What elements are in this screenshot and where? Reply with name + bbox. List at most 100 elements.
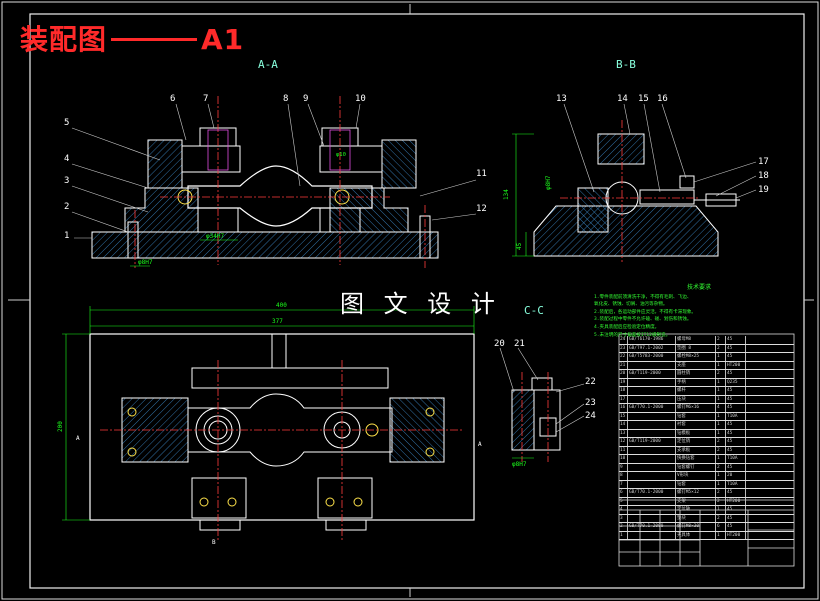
bom-cell-code [628, 378, 676, 386]
bom-cell-code [628, 480, 676, 488]
bom-cell-remark [746, 404, 794, 412]
svg-text:A: A [76, 435, 80, 442]
bom-cell-qty: 2 [716, 344, 726, 352]
bom-cell-name: 夹具体 [676, 531, 716, 539]
bom-cell-remark [746, 532, 794, 540]
bom-cell-idx: 12 [619, 438, 628, 446]
bom-cell-idx: 13 [619, 429, 628, 437]
bom-cell-name: 螺栓M8×25 [676, 353, 716, 361]
bom-cell-mat: Q235 [726, 378, 746, 386]
bom-cell-name: 支座 [676, 361, 716, 369]
bom-cell-mat: 45 [726, 438, 746, 446]
bom-cell-code: GB/T119-2000 [628, 370, 676, 378]
bom-cell-mat: 45 [726, 421, 746, 429]
bom-cell-qty: 2 [716, 370, 726, 378]
view-label-a-a: A-A [258, 58, 278, 71]
bom-cell-name: 钻套 [676, 412, 716, 420]
bom-cell-name: 定位销 [676, 438, 716, 446]
bom-cell-remark [746, 447, 794, 455]
bom-cell-remark [746, 336, 794, 344]
right-bracket [381, 139, 417, 189]
bom-cell-code [628, 446, 676, 454]
bom-cell-remark [746, 345, 794, 353]
bom-cell-code: GB/T6170-1986 [628, 336, 676, 344]
notes-line: 2.装配后，各运动部件应灵活，不得有卡滞现象。 [594, 309, 697, 315]
bom-cell-remark [746, 481, 794, 489]
bom-cell-idx: 7 [619, 480, 628, 488]
balloon-12: 12 [476, 204, 487, 214]
leaders-a-a [71, 103, 477, 239]
bom-cell-idx: 23 [619, 344, 628, 352]
bom-cell-name: V形块 [676, 472, 716, 480]
balloon-3: 3 [64, 176, 69, 186]
bom-cell-name: 支架 [676, 497, 716, 505]
bom-cell-code [628, 361, 676, 369]
inner-border [29, 13, 805, 589]
zone-ticks [8, 4, 814, 597]
bom-cell-name: 圆柱销 [676, 370, 716, 378]
bom-cell-name: 衬套 [676, 421, 716, 429]
bom-cell-qty: 1 [716, 378, 726, 386]
bom-cell-name: 压块 [676, 395, 716, 403]
bom-cell-idx: 18 [619, 387, 628, 395]
bom-cell-code [628, 421, 676, 429]
workpiece [187, 165, 373, 227]
notes-line: 5.未注明的尺寸偏差按IT12级制造。 [594, 332, 671, 338]
balloon-1: 1 [64, 231, 69, 241]
svg-text:200: 200 [57, 421, 64, 432]
bom-cell-code: GB/T5783-2000 [628, 353, 676, 361]
bom-cell-idx: 9 [619, 463, 628, 471]
bom-cell-remark [746, 370, 794, 378]
bom-cell-idx: 22 [619, 353, 628, 361]
balloon-2: 2 [64, 202, 69, 212]
balloon-9: 9 [303, 94, 308, 104]
title-block [618, 333, 795, 567]
bom-cell-code [628, 395, 676, 403]
bom-cell-remark [746, 472, 794, 480]
title-separator [111, 37, 198, 41]
bom-cell-idx: 10 [619, 455, 628, 463]
bom-cell-name: 手柄 [676, 378, 716, 386]
bom-cell-remark [746, 421, 794, 429]
bom-cell-mat: T10A [726, 455, 746, 463]
bom-cell-remark [746, 362, 794, 370]
bom-cell-mat: T10A [726, 412, 746, 420]
bom-cell-mat: 45 [726, 353, 746, 361]
svg-text:134: 134 [503, 189, 510, 200]
bom-cell-mat: 45 [726, 344, 746, 352]
bom-cell-mat: 45 [726, 395, 746, 403]
left-bracket [147, 139, 183, 189]
bom-cell-qty: 2 [716, 463, 726, 471]
bom-cell-idx: 20 [619, 370, 628, 378]
svg-text:φ8H7: φ8H7 [138, 259, 153, 266]
bom-cell-name: 螺钉M5×12 [676, 489, 716, 497]
bom-cell-qty: 1 [716, 412, 726, 420]
balloon-11: 11 [476, 169, 487, 179]
bom-cell-qty: 1 [716, 353, 726, 361]
watermark: 图 文 设 计 [340, 290, 501, 318]
svg-text:φ34H7: φ34H7 [206, 233, 224, 240]
svg-text:φ8H7: φ8H7 [512, 461, 527, 468]
bom-cell-idx: 24 [619, 336, 628, 344]
bom-cell-remark [746, 515, 794, 523]
bom-cell-remark [746, 353, 794, 361]
bom-cell-qty: 1 [716, 455, 726, 463]
bom-cell-name: 螺母M8 [676, 336, 716, 344]
bom-cell-remark [746, 455, 794, 463]
view-label-b-b: B-B [616, 58, 636, 71]
balloon-8: 8 [283, 94, 288, 104]
bom-cell-qty: 1 [716, 361, 726, 369]
